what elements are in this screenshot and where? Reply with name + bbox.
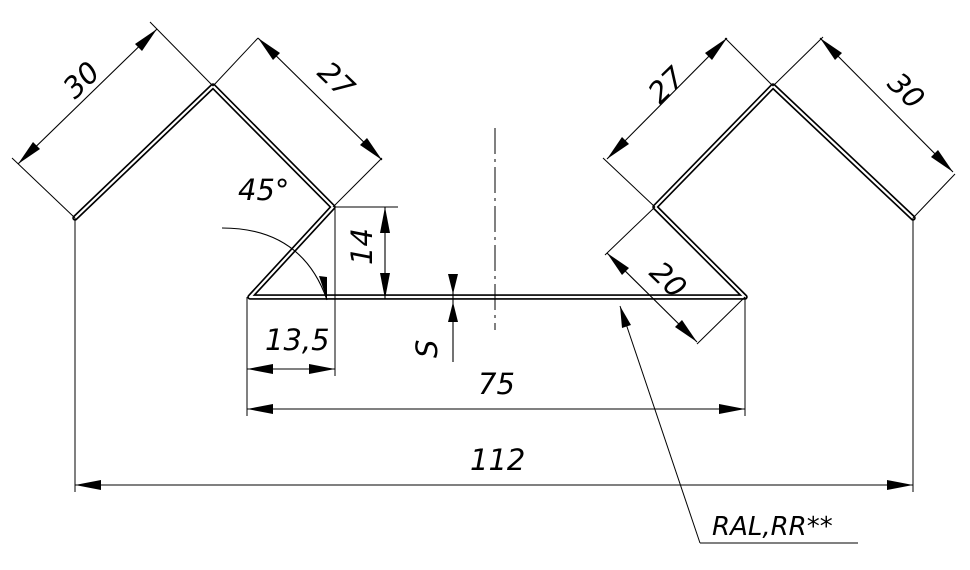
dim-right-inner-edge: 27 <box>641 60 692 110</box>
dim-left-outer-edge: 30 <box>56 55 106 105</box>
dim-inner-width: 75 <box>478 367 515 401</box>
extension-lines <box>11 21 956 492</box>
finish-leader <box>619 305 858 544</box>
dim-thickness: S <box>410 340 444 358</box>
sheet-profile <box>72 83 916 300</box>
dim-right-outer-edge: 30 <box>881 66 931 116</box>
dim-overall-width: 112 <box>470 443 525 477</box>
dim-rise: 14 <box>345 228 379 265</box>
dim-angle: 45° <box>238 173 289 207</box>
dim-flange: 13,5 <box>265 323 330 357</box>
finish-note: RAL,RR** <box>712 512 833 542</box>
dimension-lines <box>17 28 954 490</box>
